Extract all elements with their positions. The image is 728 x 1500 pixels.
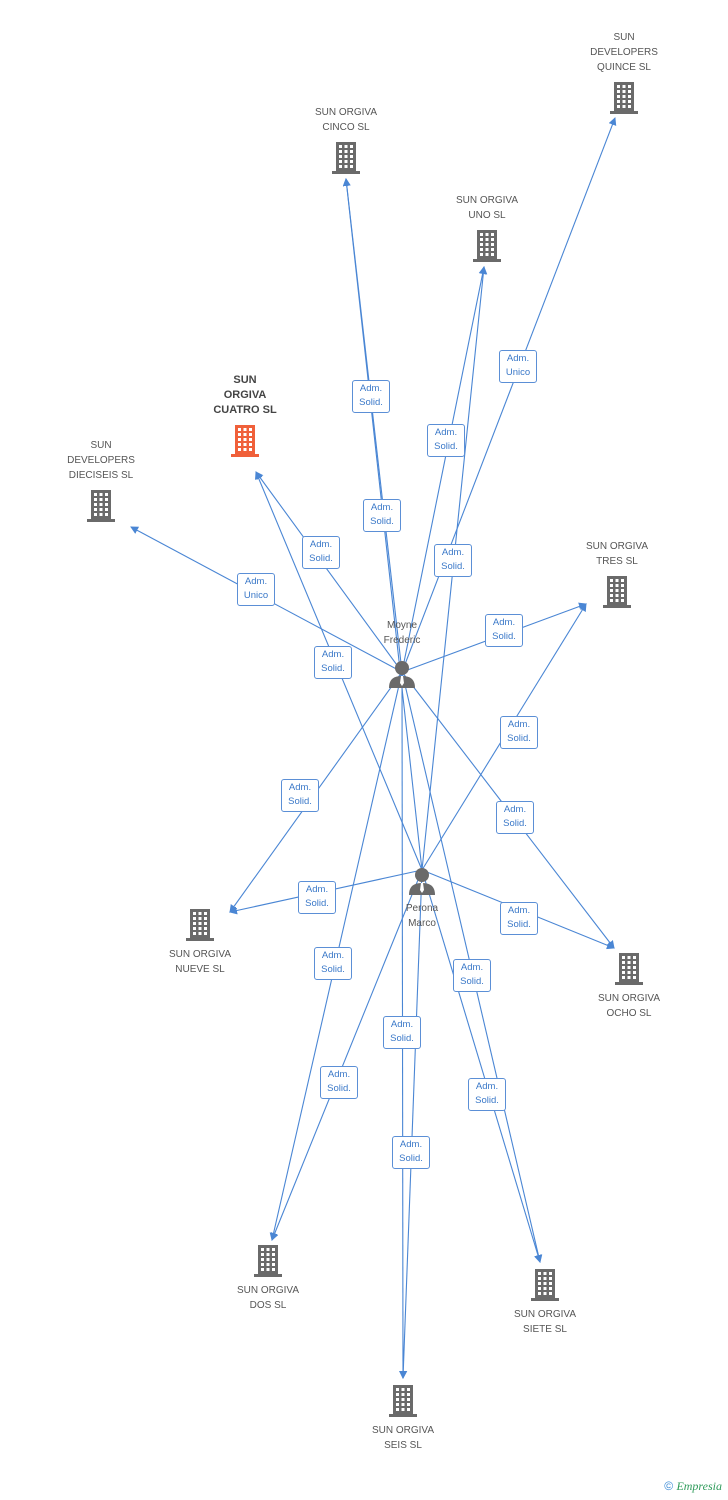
- edge-role-line2: Unico: [243, 590, 269, 601]
- footer-brand: © Empresia: [664, 1479, 722, 1494]
- edge-label-moyne-uno: Adm. Solid.: [427, 424, 465, 457]
- company-label: SUN ORGIVA SEIS SL: [371, 1425, 435, 1451]
- edge-role-line2: Solid.: [390, 1033, 414, 1044]
- edge-label-perona-dos: Adm. Solid.: [320, 1066, 358, 1099]
- edge-role-line2: Unico: [505, 367, 531, 378]
- edge-label-moyne-tres: Adm. Solid.: [485, 614, 523, 647]
- building-icon: [615, 953, 643, 985]
- edge-role-line2: Solid.: [507, 919, 531, 930]
- company-label: SUN ORGIVA OCHO SL: [597, 993, 661, 1019]
- edge-label-moyne-dos: Adm. Solid.: [314, 947, 352, 980]
- building-icon: [473, 230, 501, 262]
- company-label: SUN ORGIVA NUEVE SL: [168, 949, 232, 975]
- edge-label-moyne-seis: Adm. Solid.: [383, 1016, 421, 1049]
- edge-role-line2: Solid.: [327, 1083, 351, 1094]
- edge-role-line1: Adm.: [359, 383, 383, 394]
- person-label: Perona Marco: [405, 903, 439, 929]
- edge-perona-siete: [421, 869, 542, 1263]
- company-label: SUN DEVELOPERS DIECISEIS SL: [67, 440, 135, 481]
- edge-label-moyne-nueve: Adm. Solid.: [281, 779, 319, 812]
- edge-label-moyne-quince: Adm. Unico: [499, 350, 537, 383]
- edge-role-line2: Solid.: [507, 733, 531, 744]
- edge-role-line2: Solid.: [399, 1153, 423, 1164]
- company-label: SUN ORGIVA CUATRO SL: [213, 374, 277, 416]
- edge-role-line1: Adm.: [321, 649, 345, 660]
- edge-role-line2: Solid.: [434, 441, 458, 452]
- edge-role-line1: Adm.: [460, 962, 484, 973]
- edge-moyne-uno: [401, 266, 487, 673]
- company-label: SUN DEVELOPERS QUINCE SL: [590, 32, 658, 73]
- edge-role-line2: Solid.: [321, 964, 345, 975]
- building-icon: [332, 142, 360, 174]
- building-icon: [610, 82, 638, 114]
- edge-role-line2: Solid.: [492, 631, 516, 642]
- edge-label-perona-tres: Adm. Solid.: [500, 716, 538, 749]
- edge-role-line1: Adm.: [309, 539, 333, 550]
- edge-role-line1: Adm.: [475, 1081, 499, 1092]
- company-label: SUN ORGIVA TRES SL: [585, 541, 649, 567]
- edge-label-perona-siete: Adm. Solid.: [468, 1078, 506, 1111]
- edge-role-line1: Adm.: [288, 782, 312, 793]
- building-icon: [87, 490, 115, 522]
- edge-role-line2: Solid.: [441, 561, 465, 572]
- edge-role-line1: Adm.: [492, 617, 516, 628]
- company-label: SUN ORGIVA CINCO SL: [314, 107, 378, 133]
- edge-label-perona-seis: Adm. Solid.: [392, 1136, 430, 1169]
- edge-role-line1: Adm.: [506, 353, 530, 364]
- edge-role-line2: Solid.: [309, 553, 333, 564]
- edge-perona-dos: [270, 869, 423, 1241]
- building-icon: [389, 1385, 417, 1417]
- edge-role-line1: Adm.: [321, 950, 345, 961]
- edge-role-line2: Solid.: [503, 818, 527, 829]
- edge-role-line1: Adm.: [434, 427, 458, 438]
- edge-role-line1: Adm.: [390, 1019, 414, 1030]
- brand-name: Empresia: [676, 1479, 722, 1493]
- edge-role-line2: Solid.: [288, 796, 312, 807]
- edge-label-perona-cuatro: Adm. Solid.: [314, 646, 352, 679]
- edge-role-line1: Adm.: [441, 547, 465, 558]
- copyright-symbol: ©: [664, 1479, 674, 1493]
- edge-role-line1: Adm.: [399, 1139, 423, 1150]
- edge-label-perona-cinco: Adm. Solid.: [363, 499, 401, 532]
- edge-label-perona-ocho: Adm. Solid.: [500, 902, 538, 935]
- edge-role-line2: Solid.: [370, 516, 394, 527]
- edge-label-moyne-dieciseis: Adm. Unico: [237, 573, 275, 606]
- edge-role-line1: Adm.: [305, 884, 329, 895]
- company-label: SUN ORGIVA SIETE SL: [513, 1309, 577, 1335]
- building-icon: [603, 576, 631, 608]
- building-icon: [254, 1245, 282, 1277]
- edge-perona-seis: [399, 869, 423, 1379]
- edge-role-line1: Adm.: [507, 905, 531, 916]
- person-label: Moyne Frederic: [383, 620, 421, 646]
- edge-role-line1: Adm.: [370, 502, 394, 513]
- edge-role-line2: Solid.: [475, 1095, 499, 1106]
- edge-role-line1: Adm.: [244, 576, 268, 587]
- person-icon: [409, 868, 435, 895]
- edge-label-perona-nueve: Adm. Solid.: [298, 881, 336, 914]
- edge-role-line1: Adm.: [507, 719, 531, 730]
- edge-role-line1: Adm.: [327, 1069, 351, 1080]
- building-icon: [531, 1269, 559, 1301]
- edge-label-moyne-cuatro: Adm. Solid.: [302, 536, 340, 569]
- edge-role-line2: Solid.: [305, 898, 329, 909]
- edge-role-line2: Solid.: [321, 663, 345, 674]
- edge-moyne-quince: [401, 117, 617, 673]
- company-label: SUN ORGIVA UNO SL: [455, 195, 519, 221]
- building-icon: [186, 909, 214, 941]
- building-icon: [231, 425, 259, 457]
- edge-moyne-cuatro: [255, 471, 403, 673]
- edge-role-line2: Solid.: [460, 976, 484, 987]
- edge-label-moyne-siete: Adm. Solid.: [453, 959, 491, 992]
- edge-role-line2: Solid.: [359, 397, 383, 408]
- edge-label-perona-uno: Adm. Solid.: [434, 544, 472, 577]
- edge-label-moyne-cinco: Adm. Solid.: [352, 380, 390, 413]
- edge-role-line1: Adm.: [503, 804, 527, 815]
- edge-label-moyne-ocho: Adm. Solid.: [496, 801, 534, 834]
- person-icon: [389, 661, 415, 688]
- company-label: SUN ORGIVA DOS SL: [236, 1285, 300, 1311]
